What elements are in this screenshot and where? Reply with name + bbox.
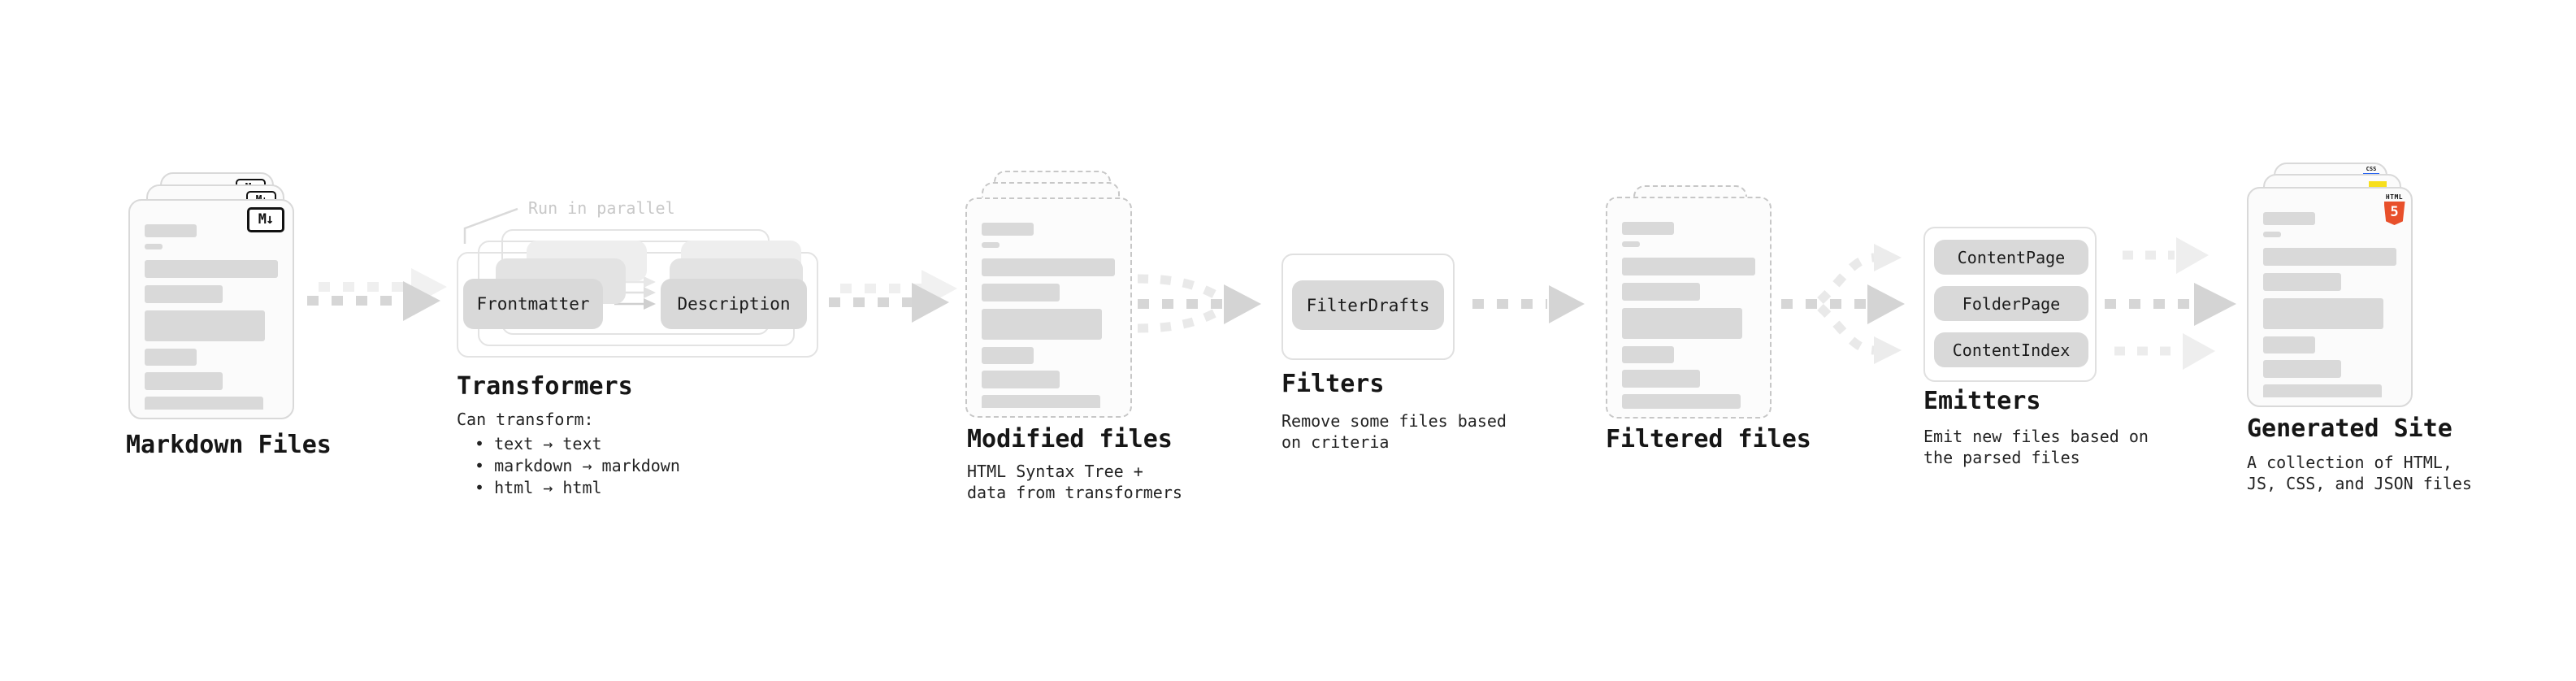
file-content-placeholder: [145, 224, 278, 410]
placeholder-line: [982, 223, 1034, 236]
placeholder-line: [145, 310, 265, 341]
pill-contentindex: ContentIndex: [1934, 332, 2088, 367]
section-subtitle-filters: Remove some files based on criteria: [1281, 411, 1507, 452]
placeholder-line: [2263, 298, 2383, 329]
placeholder-line: [145, 260, 278, 278]
section-title-generated: Generated Site: [2247, 414, 2452, 443]
placeholder-line: [982, 258, 1115, 276]
placeholder-line: [1622, 241, 1640, 247]
file-card: [965, 197, 1132, 418]
placeholder-line: [1622, 394, 1741, 409]
css-label: CSS: [2366, 166, 2377, 172]
arrow-filtered-to-emitters: [1781, 244, 1905, 364]
file-content-placeholder: [1622, 222, 1755, 409]
placeholder-line: [2263, 248, 2396, 266]
placeholder-line: [145, 349, 197, 366]
js-icon: [2369, 181, 2387, 190]
pill-description: Description: [661, 279, 807, 329]
arrow-modified-to-filters: [1137, 274, 1261, 333]
file-card: M↓: [128, 199, 294, 419]
arrow-markdown-to-transformers: [307, 268, 447, 321]
run-in-parallel-note: Run in parallel: [528, 198, 675, 218]
section-title-modified: Modified files: [967, 425, 1173, 453]
placeholder-line: [982, 347, 1034, 364]
placeholder-line: [982, 242, 1000, 248]
placeholder-line: [1622, 308, 1742, 339]
file-content-placeholder: [982, 223, 1116, 408]
placeholder-line: [145, 372, 223, 390]
pill-folderpage: FolderPage: [1934, 286, 2088, 321]
pill-contentpage: ContentPage: [1934, 240, 2088, 275]
section-title-transformers: Transformers: [457, 372, 633, 401]
section-title-filters: Filters: [1281, 370, 1385, 398]
placeholder-line: [1622, 370, 1700, 388]
placeholder-line: [145, 285, 223, 303]
arrow-filters-to-filtered: [1472, 285, 1585, 323]
bullet-item: markdown → markdown: [462, 455, 680, 477]
placeholder-line: [982, 395, 1100, 408]
transform-step-arrows: [614, 276, 656, 310]
filters-card: FilterDrafts: [1281, 254, 1455, 360]
markdown-icon: M↓: [247, 207, 284, 232]
file-card: [1606, 197, 1772, 419]
placeholder-line: [982, 284, 1060, 301]
placeholder-line: [145, 224, 197, 237]
file-content-placeholder: [2263, 212, 2396, 397]
bullet-item: text → text: [462, 433, 680, 455]
section-subtitle-modified: HTML Syntax Tree + data from transformer…: [967, 462, 1182, 502]
html5-icon: HTML 5: [2383, 193, 2405, 225]
placeholder-line: [2263, 384, 2382, 397]
placeholder-line: [2263, 336, 2315, 354]
placeholder-line: [1622, 283, 1700, 301]
placeholder-line: [1622, 346, 1674, 363]
emitters-card: ContentPage FolderPage ContentIndex: [1923, 227, 2097, 382]
pill-filterdrafts: FilterDrafts: [1292, 280, 1444, 330]
html5-number: 5: [2390, 204, 2399, 220]
section-title-filtered: Filtered files: [1606, 425, 1811, 453]
bullet-item: html → html: [462, 477, 680, 499]
pill-frontmatter: Frontmatter: [463, 279, 603, 329]
placeholder-line: [982, 371, 1060, 388]
placeholder-line: [1622, 258, 1755, 275]
arrow-transformers-to-modified: [829, 270, 957, 323]
transformers-desc-heading: Can transform:: [457, 410, 594, 429]
placeholder-line: [982, 309, 1102, 340]
placeholder-line: [2263, 212, 2315, 225]
file-card: HTML 5: [2247, 187, 2413, 407]
html5-shield: 5: [2383, 202, 2405, 225]
section-title-markdown: Markdown Files: [126, 431, 332, 459]
arrow-emitters-to-generated: [2105, 237, 2236, 370]
section-subtitle-generated: A collection of HTML, JS, CSS, and JSON …: [2247, 453, 2472, 493]
placeholder-line: [2263, 232, 2281, 237]
placeholder-line: [2263, 360, 2341, 378]
section-subtitle-emitters: Emit new files based on the parsed files: [1923, 427, 2149, 467]
section-title-emitters: Emitters: [1923, 387, 2041, 415]
transformers-bullet-list: text → text markdown → markdown html → h…: [462, 433, 680, 499]
run-in-parallel-callout-line: [463, 207, 518, 244]
placeholder-line: [145, 397, 263, 410]
html5-word: HTML: [2385, 193, 2404, 201]
placeholder-line: [145, 244, 163, 249]
placeholder-line: [1622, 222, 1674, 235]
placeholder-line: [2263, 273, 2341, 291]
